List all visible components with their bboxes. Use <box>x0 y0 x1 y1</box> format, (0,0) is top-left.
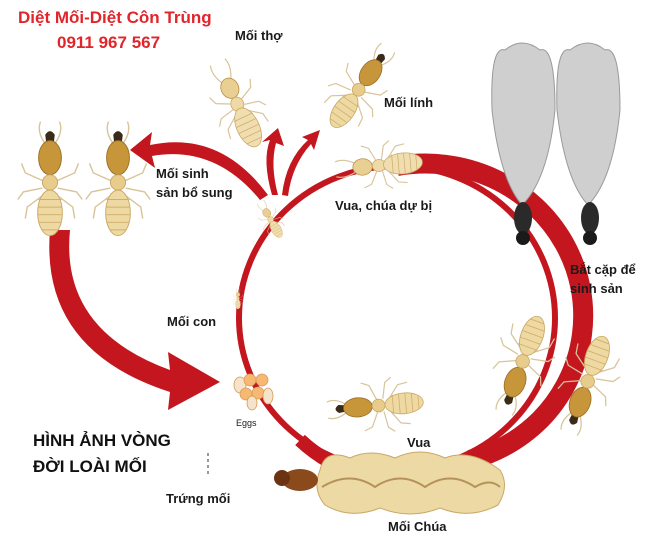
label-soldier: Mối lính <box>384 95 434 110</box>
soldier-termite <box>310 31 411 143</box>
brand-name: Diệt Mối-Diệt Côn Trùng <box>18 8 212 27</box>
worker-termite <box>193 50 281 158</box>
label-supplementary-1: Mối sinh <box>156 166 209 181</box>
label-eggs: Eggs <box>236 418 257 428</box>
supplementary-reproductive-1 <box>16 120 84 237</box>
label-reserve-royals: Vua, chúa dự bị <box>335 198 433 213</box>
arrow-to-worker <box>262 128 284 195</box>
life-cycle-ring-thick <box>395 153 594 470</box>
diagram-title-line1: HÌNH ẢNH VÒNG <box>33 431 171 450</box>
brand-phone: 0911 967 567 <box>57 33 161 52</box>
queen-termite <box>274 451 505 515</box>
label-worker: Mối thợ <box>235 28 283 43</box>
winged-alate-2 <box>556 42 621 245</box>
arrow-to-eggs <box>49 230 220 410</box>
label-nymph: Mối con <box>167 314 217 329</box>
king-termite <box>324 373 427 438</box>
diagram-title-line2: ĐỜI LOÀI MỐI <box>33 457 147 476</box>
supplementary-reproductive-2 <box>84 120 152 237</box>
label-supplementary-2: sản bổ sung <box>156 185 233 200</box>
label-king: Vua <box>407 435 431 450</box>
arrow-to-soldier <box>282 130 320 196</box>
label-mating-2: sinh sản <box>570 281 623 296</box>
eggs-cluster <box>233 373 274 411</box>
winged-alate-1 <box>491 42 556 245</box>
nymph-termite-large <box>250 196 291 244</box>
label-termite-eggs: Trứng mối <box>166 491 231 506</box>
reserve-royal-termite <box>333 137 426 194</box>
label-queen: Mối Chúa <box>388 519 447 534</box>
arrow-to-supplementary <box>130 132 268 200</box>
label-mating-1: Bắt cặp để <box>570 262 636 277</box>
